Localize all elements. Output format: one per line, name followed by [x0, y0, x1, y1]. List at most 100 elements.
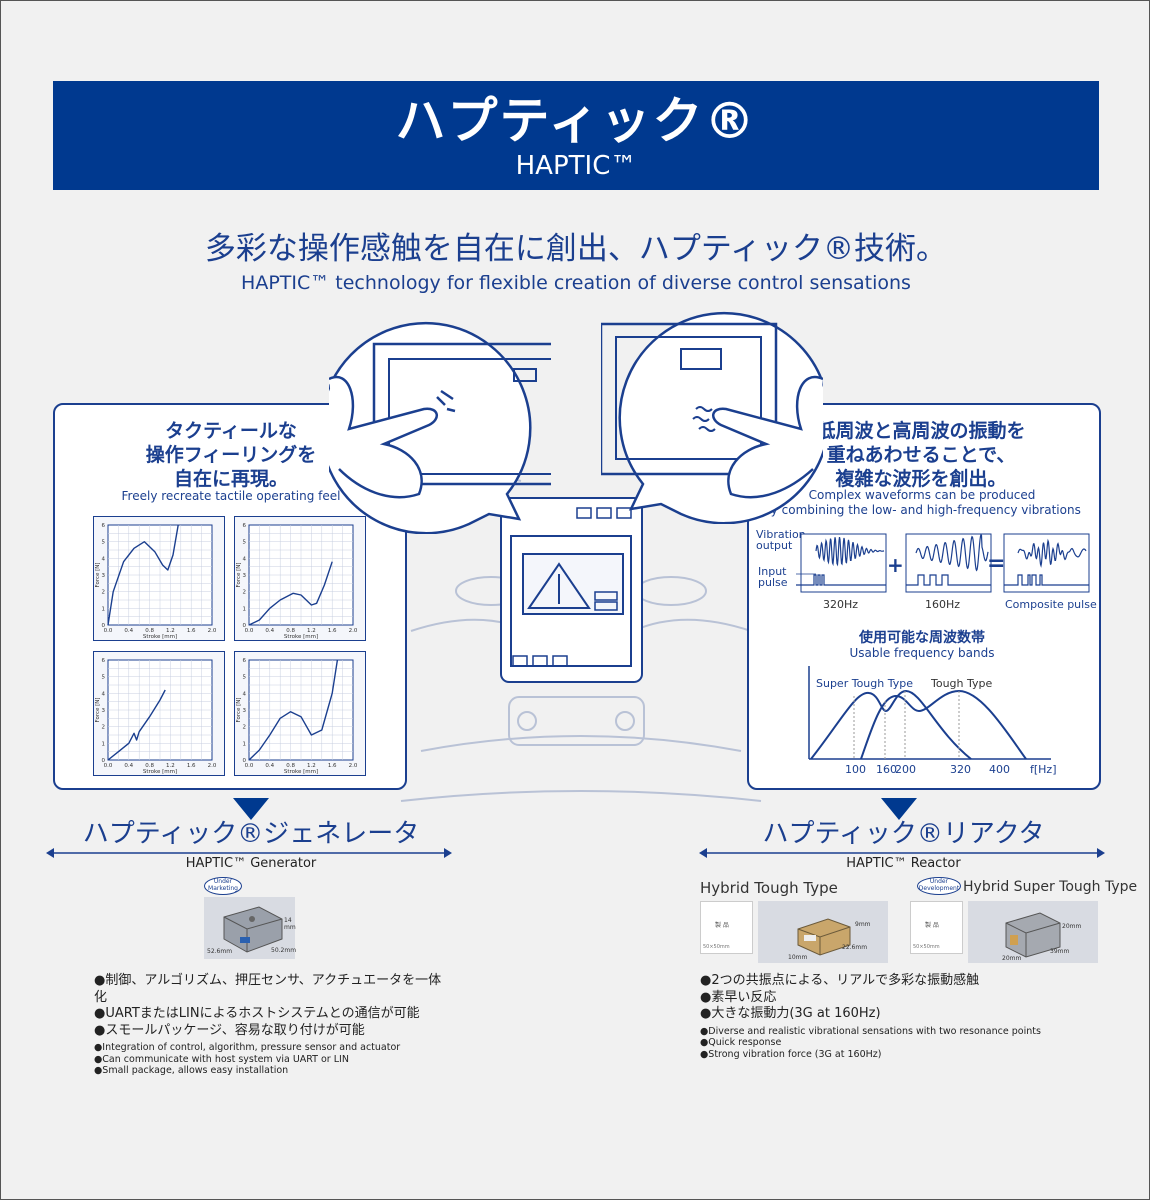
reactor-bullet-jp-3: ●大きな振動力(3G at 160Hz): [700, 1006, 881, 1021]
x-tick-label: 2.0: [349, 628, 358, 634]
left-jp-line-2: 操作フィーリングを: [145, 444, 317, 466]
right-panel-jp-text: 低周波と高周波の振動を 重ねあわせることで、 複雑な波形を創出。: [791, 419, 1051, 491]
y-tick-label: 2: [243, 725, 247, 731]
x-tick-label: 0.0: [104, 763, 113, 769]
x-tick-label: 0.8: [145, 628, 154, 634]
y-tick-label: 5: [243, 675, 247, 681]
freq-tick-160: 160: [876, 763, 897, 776]
right-jp-line-3: 複雑な波形を創出。: [835, 468, 1007, 490]
x-tick-label: 1.2: [307, 628, 316, 634]
down-arrow-right: [881, 798, 917, 820]
force-curve: [107, 524, 179, 626]
force-curve: [248, 659, 339, 761]
scale-square-2: 製 品 50×50mm: [910, 901, 963, 954]
generator-bullet-jp-1: ●制御、アルゴリズム、押圧センサ、アクチュエータを一体化: [94, 973, 442, 1005]
under-marketing-badge: Under Marketing: [204, 877, 242, 895]
y-tick-label: 2: [243, 590, 247, 596]
wave-composite: [1017, 538, 1087, 568]
y-tick-label: 4: [243, 556, 247, 562]
y-tick-label: 6: [243, 523, 247, 529]
x-tick-label: 1.2: [166, 628, 175, 634]
x-tick-label: 0.8: [286, 628, 295, 634]
y-axis-label: Force [N]: [95, 697, 101, 722]
center-display-illustration: [500, 497, 643, 683]
generator-product-photo: 14 mm 52.6mm 50.2mm: [204, 897, 296, 959]
y-tick-label: 4: [243, 691, 247, 697]
y-tick-label: 1: [243, 741, 247, 747]
generator-bullet-en-1: ●Integration of control, algorithm, pres…: [94, 1042, 401, 1053]
y-tick-label: 6: [102, 658, 106, 664]
right-jp-line-1: 低周波と高周波の振動を: [816, 420, 1026, 442]
reactor-title: ハプティック®リアクタ: [762, 819, 1045, 849]
generator-bullet-jp-2: ●UARTまたはLINによるホストシステムとの通信が可能: [94, 1006, 420, 1021]
y-tick-label: 0: [243, 623, 247, 629]
y-tick-label: 3: [102, 708, 106, 714]
generator-bullet-en-3: ●Small package, allows easy installation: [94, 1065, 289, 1076]
reactor-bullets: ●2つの共振点による、リアルで多彩な振動感触 ●素早い反応 ●大きな振動力(3G…: [700, 973, 1100, 1060]
x-tick-label: 2.0: [208, 763, 217, 769]
right-panel-en-text: Complex waveforms can be produced by com…: [761, 488, 1083, 518]
generator-bullet-en-2: ●Can communicate with host system via UA…: [94, 1053, 349, 1065]
y-tick-label: 3: [102, 573, 106, 579]
y-tick-label: 1: [102, 741, 106, 747]
y-axis-label: Force [N]: [95, 562, 101, 587]
generator-divider: [46, 848, 452, 858]
left-jp-line-1: タクティールな: [165, 420, 297, 442]
freq-tick-100: 100: [845, 763, 866, 776]
waveform-diagrams: [796, 533, 1090, 593]
reactor-subtitle: HAPTIC™ Reactor: [846, 856, 961, 871]
x-axis-label: Stroke [mm]: [284, 634, 318, 640]
title-banner: ハプティック® HAPTIC™: [53, 81, 1099, 190]
reactor-bullet-jp-1: ●2つの共振点による、リアルで多彩な振動感触: [700, 973, 980, 988]
x-tick-label: 1.6: [187, 763, 196, 769]
generator-bullet-jp-3: ●スモールパッケージ、容易な取り付けが可能: [94, 1022, 365, 1038]
x-axis-label: Stroke [mm]: [284, 769, 318, 775]
banner-title-jp: ハプティック®: [395, 92, 757, 150]
force-curve: [248, 561, 333, 626]
y-tick-label: 6: [102, 523, 106, 529]
right-en-line-2: by combining the low- and high-frequency…: [763, 503, 1081, 517]
y-tick-label: 6: [243, 658, 247, 664]
banner-title-en: HAPTIC™: [515, 151, 637, 181]
equals-sign: =: [987, 551, 1006, 576]
left-jp-line-3: 自在に再現。: [173, 468, 288, 490]
under-development-badge: Under Development: [917, 877, 961, 895]
right-en-line-1: Complex waveforms can be produced: [808, 488, 1036, 502]
y-tick-label: 5: [102, 675, 106, 681]
x-tick-label: 0.4: [265, 628, 274, 634]
reactor-bullet-jp-2: ●素早い反応: [700, 989, 777, 1005]
left-panel-jp-text: タクティールな 操作フィーリングを 自在に再現。: [101, 419, 361, 491]
x-tick-label: 1.6: [328, 628, 337, 634]
frequency-band-chart: [808, 666, 1051, 760]
down-arrow-left: [233, 798, 269, 820]
tough-curve: [860, 689, 1027, 760]
curve-label-super-tough: Super Tough Type: [816, 677, 913, 690]
y-tick-label: 3: [243, 573, 247, 579]
y-tick-label: 3: [243, 708, 247, 714]
hybrid-tough-product-photo: 9mm 22.6mm 10mm: [758, 901, 888, 963]
x-tick-label: 0.0: [104, 628, 113, 634]
y-tick-label: 5: [102, 540, 106, 546]
x-tick-label: 1.6: [187, 628, 196, 634]
y-tick-label: 0: [102, 758, 106, 764]
wave-label-320hz: 320Hz: [823, 598, 859, 611]
x-tick-label: 0.8: [145, 763, 154, 769]
x-tick-label: 1.6: [328, 763, 337, 769]
y-tick-label: 0: [102, 623, 106, 629]
wave-label-composite: Composite pulse: [1005, 598, 1097, 611]
reactor-divider: [699, 848, 1105, 858]
x-tick-label: 2.0: [349, 763, 358, 769]
y-tick-label: 0: [243, 758, 247, 764]
freq-unit: f[Hz]: [1030, 763, 1057, 776]
freq-tick-400: 400: [989, 763, 1010, 776]
hybrid-super-tough-product-photo: 20mm 39mm 20mm: [968, 901, 1098, 963]
force-curve: [107, 689, 166, 761]
freq-title-jp: 使用可能な周波数帯: [859, 630, 985, 646]
freq-title-en: Usable frequency bands: [849, 646, 995, 660]
super-tough-curve: [810, 689, 972, 760]
y-tick-label: 2: [102, 725, 106, 731]
